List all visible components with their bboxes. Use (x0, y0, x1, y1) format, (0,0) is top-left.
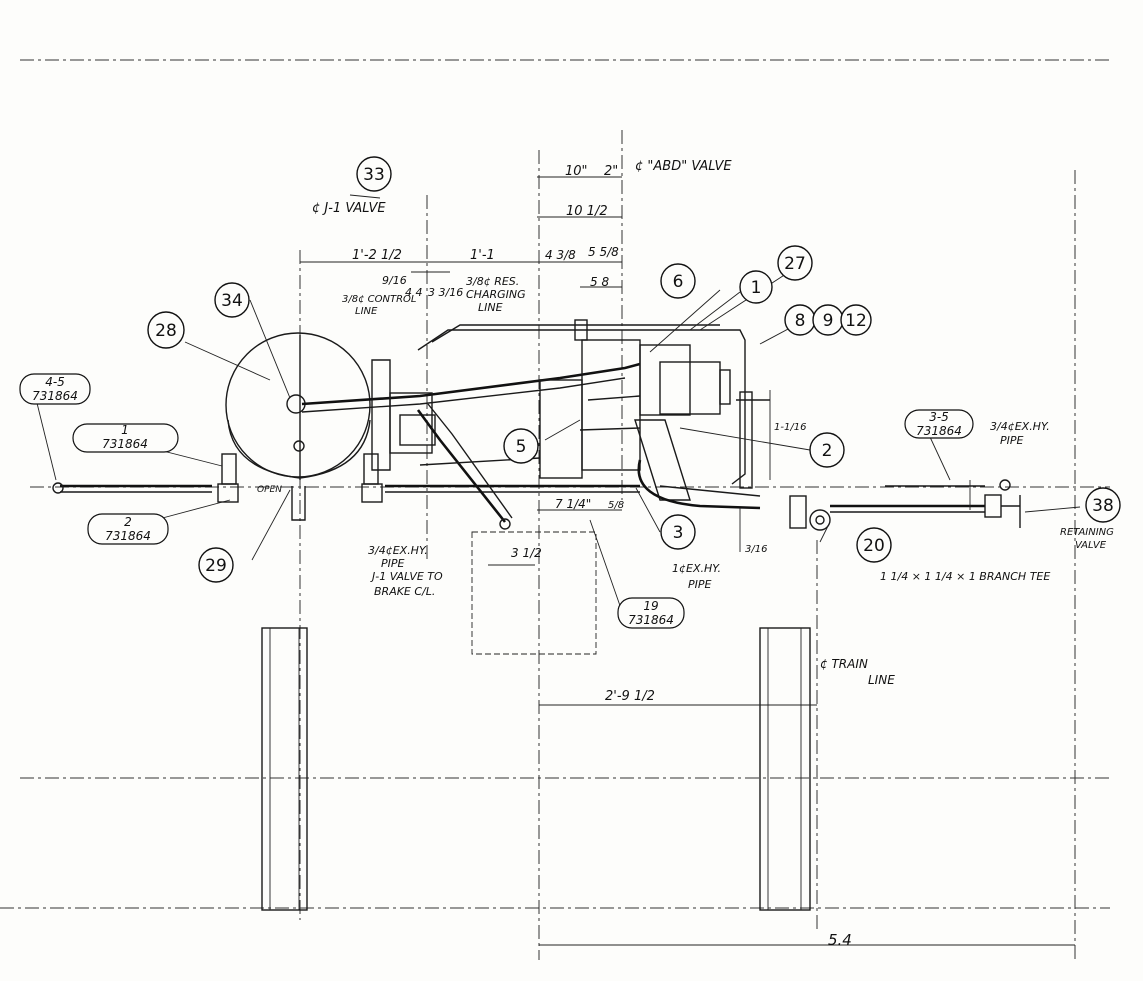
brake-cylinder (217, 332, 383, 521)
callout-8-9-12: 8 9 12 (784, 304, 872, 336)
callout-8-number: 8 (795, 311, 806, 331)
dim-1-1: 1'-1 (470, 248, 495, 263)
callout-3: 3 (660, 514, 696, 550)
callout-28: 28 (147, 311, 185, 349)
note-exhy-pipe-b-2: PIPE (688, 578, 712, 591)
reference-1-item: 1 (121, 423, 129, 437)
callout-6: 6 (660, 263, 696, 299)
callout-27: 27 (777, 245, 813, 281)
wheel-outlines (261, 531, 811, 911)
callout-5-number: 5 (516, 437, 527, 457)
callout-9-number: 9 (823, 311, 834, 331)
dim-5-5-8: 5 5/8 (588, 245, 619, 259)
note-retaining-valve-2: VALVE (1075, 540, 1107, 551)
dim-10-half: 10 1/2 (566, 204, 608, 219)
callout-5: 5 (503, 428, 539, 464)
reference-4-5-drawing: 731864 (32, 389, 78, 403)
dim-1-2-half: 1'-2 1/2 (352, 248, 402, 263)
dim-4-3-8: 4 3/8 (545, 248, 576, 262)
note-res-charging-3: LINE (478, 301, 503, 314)
dim-7-quarter: 7 1/4" (555, 497, 591, 511)
note-control-line-1: 3/8¢ CONTROL (342, 294, 416, 305)
callout-2-number: 2 (822, 441, 833, 461)
dimension-lines (300, 176, 1075, 946)
note-exhy-pipe-c-1: 3/4¢EX.HY. (990, 420, 1050, 433)
reference-1: 1 731864 (72, 423, 179, 453)
note-train-line-1: ¢ TRAIN (820, 657, 868, 671)
callout-29-number: 29 (205, 556, 227, 576)
note-exhy-pipe-a-3: J-1 VALVE TO (370, 570, 443, 583)
dim-3-16: 3/16 (745, 544, 767, 555)
note-res-charging-2: CHARGING (466, 288, 526, 301)
note-train-line-2: LINE (868, 673, 895, 687)
dim-1-1-16: 1-1/16 (774, 422, 806, 433)
note-j1-valve: ¢ J-1 VALVE (312, 201, 386, 216)
dim-10: 10" (565, 164, 588, 179)
reference-19-item: 19 (643, 599, 658, 613)
callout-38-number: 38 (1092, 496, 1114, 516)
leader-lines (34, 194, 1081, 621)
note-exhy-pipe-a-4: BRAKE C/L. (374, 585, 435, 598)
note-sheet-number: 5.4 (828, 931, 852, 949)
callout-1-number: 1 (751, 278, 762, 298)
callout-38: 38 (1085, 487, 1121, 523)
reference-4-5-item: 4-5 (45, 375, 65, 389)
valve-assembly (301, 319, 831, 531)
callout-20: 20 (856, 527, 892, 563)
callout-28-number: 28 (155, 321, 177, 341)
annotation-notes: ¢ "ABD" VALVE ¢ J-1 VALVE 3/8¢ CONTROL L… (257, 159, 1114, 949)
callout-3-number: 3 (673, 523, 684, 543)
reference-2-drawing: 731864 (105, 529, 151, 543)
dim-2-9-half: 2'-9 1/2 (605, 689, 655, 704)
note-res-charging-1: 3/8¢ RES. (466, 275, 519, 288)
reference-2-item: 2 (124, 515, 132, 529)
dim-4-4: 4 4 (405, 286, 423, 299)
note-exhy-pipe-b-1: 1¢EX.HY. (672, 562, 721, 575)
note-exhy-pipe-a-2: PIPE (381, 557, 405, 570)
callout-33: 33 (356, 156, 392, 192)
reference-3-5-item: 3-5 (929, 410, 949, 424)
note-retaining-valve-1: RETAINING (1060, 527, 1114, 538)
reference-1-drawing: 731864 (102, 437, 148, 451)
callout-29: 29 (198, 547, 234, 583)
centerlines (0, 59, 1110, 960)
note-branch-tee: 1 1/4 × 1 1/4 × 1 BRANCH TEE (880, 570, 1050, 583)
callout-20-number: 20 (863, 536, 885, 556)
note-abd-valve: ¢ "ABD" VALVE (635, 159, 732, 174)
reference-2: 2 731864 (87, 513, 169, 545)
callout-34: 34 (214, 282, 250, 318)
reference-3-5: 3-5 731864 (904, 409, 974, 439)
dim-9-16: 9/16 (382, 274, 407, 287)
reference-19: 19 731864 (617, 597, 685, 629)
callout-12-number: 12 (845, 311, 867, 331)
note-control-line-2: LINE (355, 306, 378, 317)
reference-3-5-drawing: 731864 (916, 424, 962, 438)
dim-5-8-low: 5/8 (608, 500, 624, 511)
note-exhy-pipe-a-1: 3/4¢EX.HY. (368, 544, 428, 557)
reference-19-drawing: 731864 (628, 613, 674, 627)
callout-1: 1 (739, 270, 773, 304)
callout-27-number: 27 (784, 254, 806, 274)
callout-34-number: 34 (221, 291, 243, 311)
dim-3-3-16: 3 3/16 (428, 286, 463, 299)
dimension-values: 10" 2" 10 1/2 1'-2 1/2 1'-1 4 3/8 5 5/8 … (352, 164, 806, 704)
dim-5-8: 5 8 (590, 275, 609, 289)
reference-4-5: 4-5 731864 (19, 373, 91, 405)
dim-2: 2" (604, 164, 618, 179)
callout-6-number: 6 (673, 272, 684, 292)
dim-3-half: 3 1/2 (511, 546, 542, 560)
callout-33-number: 33 (363, 165, 385, 185)
callout-2: 2 (809, 432, 845, 468)
note-exhy-pipe-c-2: PIPE (1000, 434, 1024, 447)
note-open: OPEN (257, 485, 282, 495)
train-line-pipe (52, 479, 1021, 528)
